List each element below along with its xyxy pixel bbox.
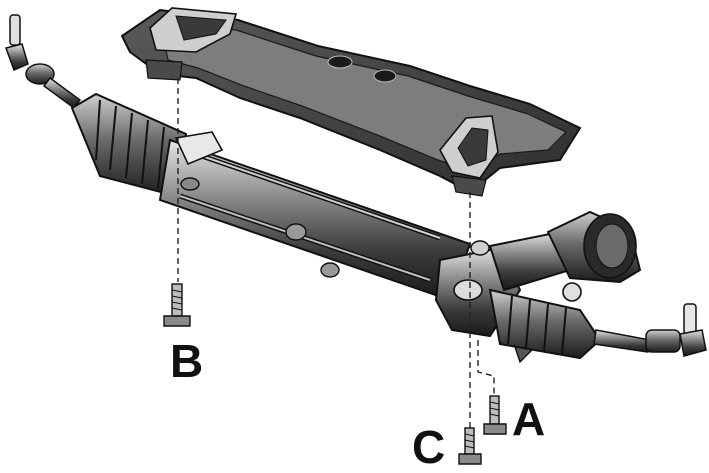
callout-label-c: C xyxy=(412,421,446,473)
callout-label-b: B xyxy=(170,335,204,387)
steering-rack xyxy=(158,131,472,302)
callout-label-a: A xyxy=(512,393,546,445)
right-boot xyxy=(488,288,602,360)
bolt-c xyxy=(458,427,482,465)
rack-end-cone xyxy=(546,210,642,302)
guide-lines xyxy=(177,78,495,430)
guide-line-a xyxy=(477,340,495,396)
left-tie-rod-end xyxy=(5,14,82,110)
mounting-plate xyxy=(120,7,582,197)
bolt-b xyxy=(163,283,191,327)
bolt-a xyxy=(483,395,507,435)
right-tie-rod-end xyxy=(593,303,707,357)
